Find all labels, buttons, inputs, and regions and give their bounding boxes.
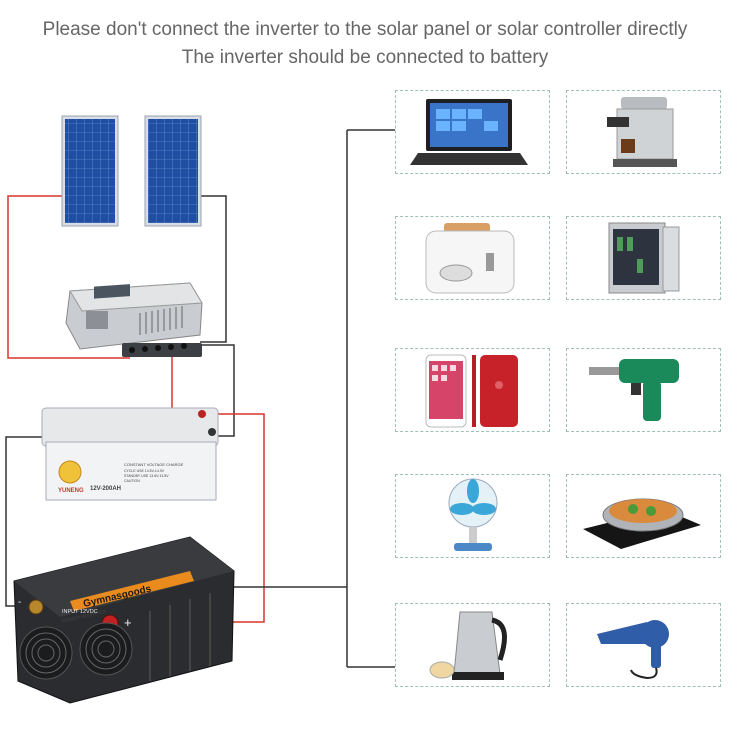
fan-icon bbox=[448, 478, 498, 551]
inverter: Gymnasgoods POWER INVERTER - + INPUT 12V… bbox=[13, 536, 235, 704]
solar-panel-right bbox=[144, 115, 202, 227]
battery-label-line: STANDBY USE 13.6V-13.8V bbox=[124, 474, 169, 478]
battery-label-line: CAUTION bbox=[124, 479, 140, 483]
appliance-drill bbox=[566, 348, 721, 432]
fridge-icon bbox=[608, 222, 680, 294]
panel-positive-wire bbox=[7, 195, 130, 359]
panel-negative-wire bbox=[200, 195, 227, 343]
header-line-1: Please don't connect the inverter to the… bbox=[42, 19, 688, 40]
inverter-fan-left bbox=[19, 626, 73, 680]
appliance-coffee-machine bbox=[566, 90, 721, 174]
hair-dryer-icon bbox=[597, 620, 669, 680]
drill-icon bbox=[589, 359, 679, 421]
coffee-machine-icon bbox=[607, 97, 677, 167]
inverter-input-label: INPUT 12VDC bbox=[62, 609, 98, 615]
appliance-fridge bbox=[566, 216, 721, 300]
cooker-icon bbox=[583, 498, 701, 549]
battery: YUNENG 12V-200AH CONSTANT VOLTAGE CHARGE… bbox=[41, 407, 219, 501]
battery-label-line: CYCLE USE 14.5V-14.9V bbox=[124, 469, 165, 473]
solar-panels bbox=[61, 115, 202, 227]
appliance-smartphones bbox=[395, 348, 550, 432]
inverter-fan-right bbox=[79, 622, 133, 676]
battery-model: 12V-200AH bbox=[90, 486, 121, 492]
toaster-icon bbox=[425, 223, 515, 294]
solar-controller bbox=[65, 282, 203, 357]
phone-icon bbox=[425, 354, 518, 428]
appliance-fan bbox=[395, 474, 550, 558]
inverter-plus-sign: + bbox=[124, 615, 132, 630]
laptop-icon bbox=[410, 99, 528, 165]
appliance-hair-dryer bbox=[566, 603, 721, 687]
header-line-2: The inverter should be connected to batt… bbox=[181, 47, 549, 68]
controller-battery-negative-wire bbox=[200, 344, 235, 437]
inverter-minus-sign: - bbox=[18, 597, 21, 608]
appliance-induction-cooker bbox=[566, 474, 721, 558]
kettle-icon bbox=[429, 611, 507, 680]
solar-panel-left bbox=[61, 115, 119, 227]
appliance-kettle bbox=[395, 603, 550, 687]
battery-label-title: CONSTANT VOLTAGE CHARGE bbox=[124, 462, 184, 467]
appliance-laptop bbox=[395, 90, 550, 174]
appliance-toaster bbox=[395, 216, 550, 300]
battery-brand: YUNENG bbox=[58, 488, 84, 494]
